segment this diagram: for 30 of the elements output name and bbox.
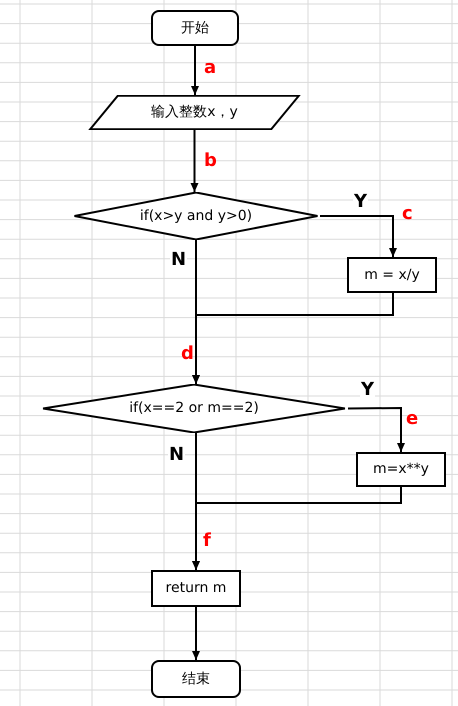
node-text: m=x**y	[373, 460, 429, 479]
step-letter: c	[402, 205, 413, 223]
arrow	[192, 293, 394, 384]
node-text: if(x>y and y>0)	[140, 206, 252, 226]
process-box	[151, 570, 241, 607]
node-text: if(x==2 or m==2)	[129, 399, 259, 418]
node-text: return m	[166, 579, 226, 598]
process-box	[356, 452, 446, 487]
arrow	[190, 130, 198, 192]
arrow	[192, 607, 200, 660]
arrow	[191, 46, 199, 95]
arrow	[320, 215, 397, 257]
step-letter: b	[204, 152, 217, 170]
step-letter: a	[204, 59, 216, 77]
input-parallelogram	[88, 95, 301, 130]
node-text: 开始	[181, 18, 209, 38]
node-text: m = x/y	[364, 266, 420, 284]
node-text: 结束	[182, 670, 210, 688]
arrow	[192, 487, 402, 570]
step-letter: e	[406, 410, 418, 428]
arrow	[348, 407, 405, 452]
node-text: 输入整数x，y	[151, 103, 238, 122]
terminal-box	[151, 10, 239, 46]
step-letter: d	[181, 345, 194, 363]
decision-diamond	[72, 192, 320, 240]
step-letter: f	[203, 532, 211, 550]
edge-label: Y	[360, 381, 376, 399]
decision-diamond	[40, 384, 348, 433]
process-box	[347, 257, 437, 293]
terminal-box	[151, 660, 241, 698]
